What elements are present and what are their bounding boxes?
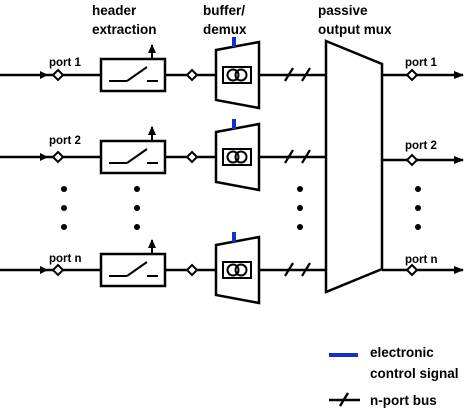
bus-slash-icon	[301, 67, 311, 82]
output-coupler-icon	[405, 68, 419, 82]
input-arrow-icon	[40, 71, 48, 79]
input-coupler-icon	[51, 68, 65, 82]
port-rows	[0, 37, 464, 305]
header-extraction-box	[99, 252, 167, 288]
coupler-icon	[185, 263, 199, 277]
header-extraction-title-line1: header	[92, 3, 137, 18]
fiber-loop-icon	[234, 150, 248, 164]
legend-control-signal-line2: control signal	[370, 366, 459, 381]
header-extraction-box	[99, 139, 167, 175]
ellipsis-group	[61, 186, 421, 230]
bus-slash-icon	[301, 149, 311, 164]
ellipsis-dot	[134, 205, 140, 211]
bus-slash-icon	[301, 262, 311, 277]
ellipsis-dot	[297, 224, 303, 230]
ellipsis-dot	[415, 205, 421, 211]
bus-slash-icon	[284, 67, 294, 82]
switch-inner-line	[126, 261, 148, 277]
fiber-loop-icon	[226, 263, 240, 277]
output-coupler-icon	[405, 263, 419, 277]
ellipsis-dot	[134, 186, 140, 192]
fiber-loop-icon	[226, 150, 240, 164]
header-extraction-title-line2: extraction	[92, 22, 157, 37]
bus-slash-icon	[284, 262, 294, 277]
input-arrow-icon	[40, 266, 48, 274]
input-port-label-1: port 1	[49, 57, 82, 69]
legend-control-signal-line1: electronic	[370, 345, 434, 360]
input-arrow-icon	[40, 153, 48, 161]
fiber-loop-icon	[234, 263, 248, 277]
output-mux-title-line2: output mux	[318, 22, 392, 37]
ellipsis-dot	[134, 224, 140, 230]
ellipsis-dot	[61, 224, 67, 230]
ellipsis-dot	[297, 205, 303, 211]
header-extraction-box	[99, 57, 167, 93]
output-port-label-n: port n	[405, 254, 438, 266]
ellipsis-dot	[297, 186, 303, 192]
legend-n-port-bus-label: n-port bus	[370, 393, 437, 408]
output-port-label-1: port 1	[405, 57, 438, 69]
fiber-loop-icon	[234, 68, 248, 82]
input-coupler-icon	[51, 263, 65, 277]
input-port-label-n: port n	[49, 253, 82, 265]
output-coupler-icon	[405, 153, 419, 167]
switch-inner-line	[126, 66, 148, 82]
buffer-demux-title-line1: buffer/	[203, 3, 245, 18]
passive-output-mux-block	[324, 39, 384, 294]
input-coupler-icon	[51, 150, 65, 164]
switch-inner-line	[126, 148, 148, 164]
ellipsis-dot	[415, 186, 421, 192]
legend-bus-slash-icon	[338, 392, 350, 407]
coupler-icon	[185, 150, 199, 164]
coupler-icon	[185, 68, 199, 82]
buffer-demux-title-line2: demux	[203, 22, 247, 37]
bus-slash-icon	[284, 149, 294, 164]
ellipsis-dot	[61, 186, 67, 192]
ellipsis-dot	[415, 224, 421, 230]
input-port-label-2: port 2	[49, 135, 81, 147]
output-port-label-2: port 2	[405, 140, 437, 152]
output-mux-title-line1: passive	[318, 3, 368, 18]
fiber-loop-icon	[226, 68, 240, 82]
ellipsis-dot	[61, 205, 67, 211]
